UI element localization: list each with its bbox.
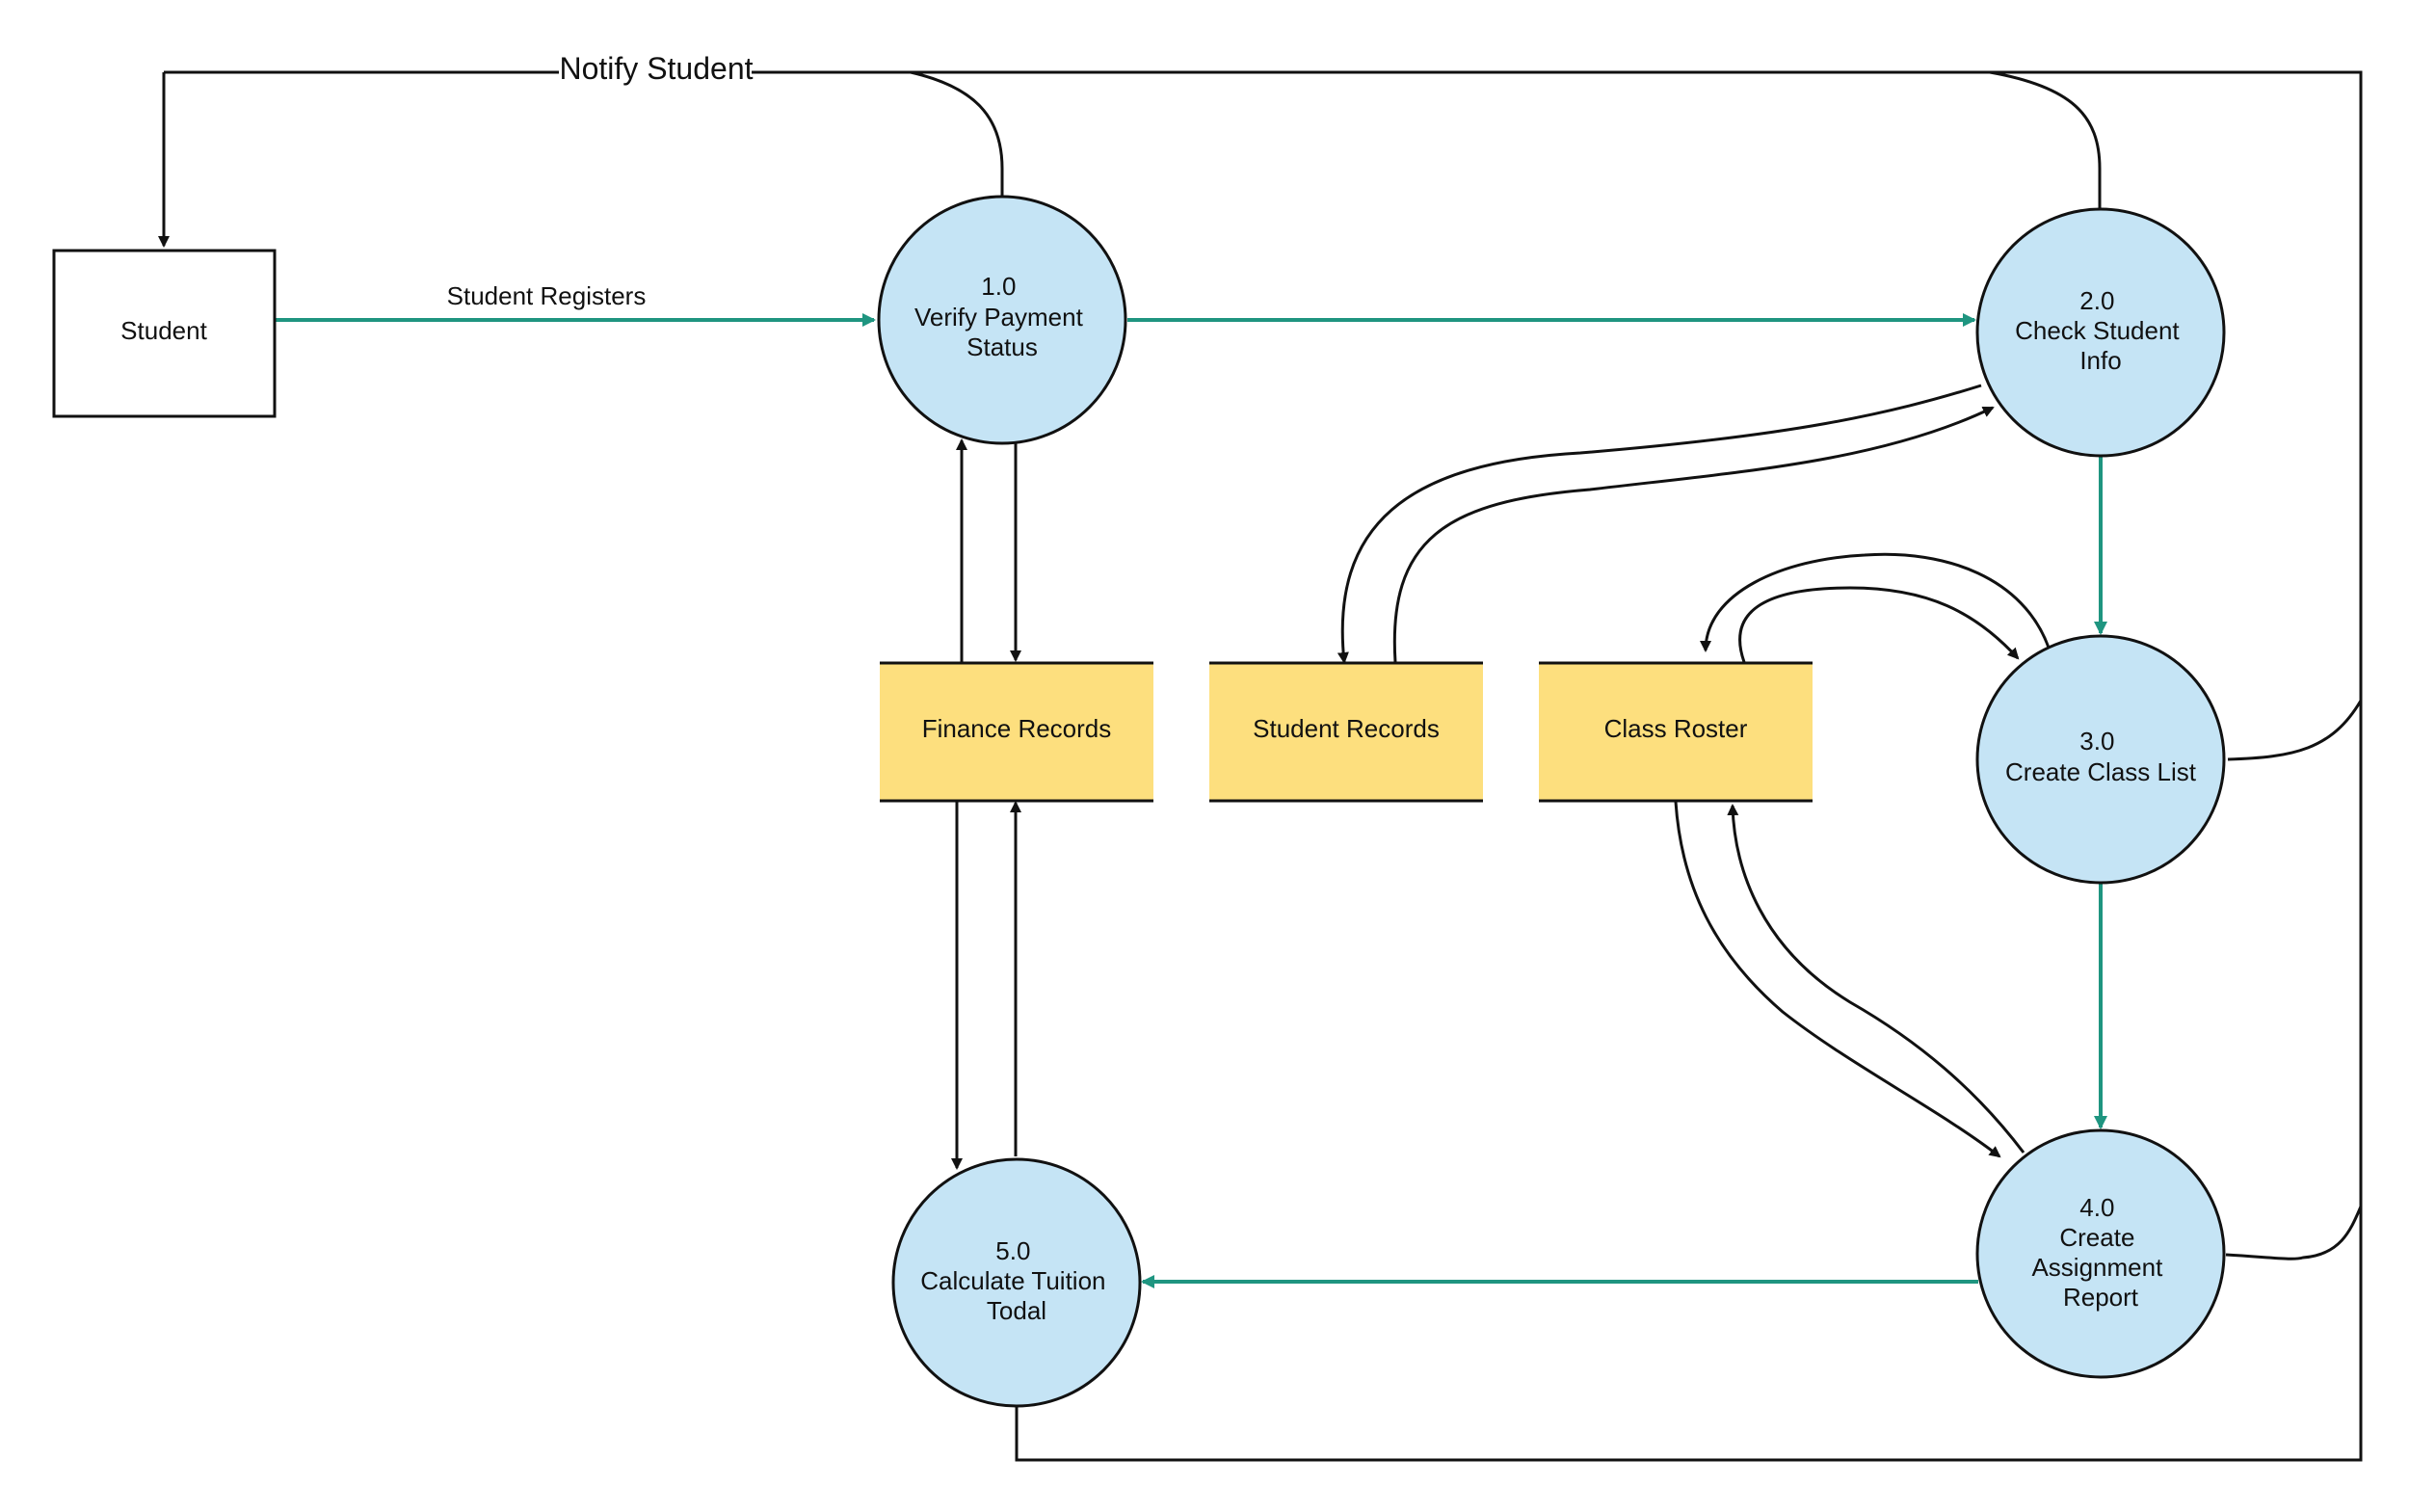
process-3-number: 3.0: [2079, 727, 2114, 756]
process-4-line-2: Assignment: [2031, 1253, 2163, 1282]
process-5-number: 5.0: [995, 1236, 1030, 1265]
process-3-label: 3.0 Create Class List: [2005, 727, 2197, 786]
p4-to-class-roster-flow: [1727, 804, 2025, 1154]
process-3-line-1: Create Class List: [2005, 757, 2197, 786]
notify-student-flow-line: [164, 70, 2363, 1462]
store-student-records-label: Student Records: [1253, 714, 1440, 743]
entity-student-label: Student: [120, 316, 207, 345]
process-5-line-2: Todal: [987, 1296, 1046, 1325]
main-flows: [275, 313, 2107, 1288]
process-1-label: 1.0 Verify Payment Status: [914, 272, 1090, 361]
process-1[interactable]: 1.0 Verify Payment Status: [877, 195, 1127, 445]
process-4-number: 4.0: [2079, 1193, 2114, 1222]
class-roster-to-p4-flow: [1674, 801, 2001, 1158]
notify-student-label-bg: [559, 50, 752, 87]
notify-student-label: Notify Student: [560, 51, 754, 86]
connectors: [158, 70, 2363, 1462]
store-finance-records[interactable]: Finance Records: [880, 661, 1153, 803]
process-2-line-2: Info: [2079, 346, 2121, 375]
process-5-label: 5.0 Calculate Tuition Todal: [920, 1236, 1112, 1325]
process-2-line-1: Check Student: [2015, 316, 2180, 345]
process-1-line-1: Verify Payment: [914, 303, 1084, 332]
process-1-number: 1.0: [981, 272, 1016, 301]
process-5-line-1: Calculate Tuition: [920, 1266, 1105, 1295]
student-records-to-p2-flow: [1392, 406, 1995, 663]
process-2-label: 2.0 Check Student Info: [2015, 286, 2186, 375]
process-2[interactable]: 2.0 Check Student Info: [1975, 207, 2226, 458]
process-2-number: 2.0: [2079, 286, 2114, 315]
entity-student[interactable]: Student: [52, 249, 277, 418]
store-student-records[interactable]: Student Records: [1209, 661, 1483, 803]
class-roster-to-p3-flow: [1738, 586, 2020, 663]
process-4-line-1: Create: [2059, 1223, 2134, 1252]
p1-notify-tap: [910, 70, 1004, 196]
process-4-label: 4.0 Create Assignment Report: [2031, 1193, 2169, 1312]
store-class-roster[interactable]: Class Roster: [1539, 661, 1813, 803]
p3-to-class-roster-flow: [1700, 552, 2051, 652]
p2-to-student-records-flow: [1337, 384, 1982, 664]
store-finance-records-label: Finance Records: [922, 714, 1112, 743]
p3-notify-tap: [2227, 700, 2363, 761]
student-registers-label: Student Registers: [447, 281, 647, 310]
process-4-line-3: Report: [2063, 1283, 2139, 1312]
store-class-roster-label: Class Roster: [1604, 714, 1748, 743]
process-4[interactable]: 4.0 Create Assignment Report: [1975, 1128, 2226, 1379]
process-1-line-2: Status: [966, 332, 1038, 361]
process-3[interactable]: 3.0 Create Class List: [1975, 634, 2226, 885]
p2-notify-tap: [1989, 70, 2102, 208]
p4-notify-tap: [2225, 1206, 2363, 1260]
process-5[interactable]: 5.0 Calculate Tuition Todal: [891, 1157, 1142, 1408]
